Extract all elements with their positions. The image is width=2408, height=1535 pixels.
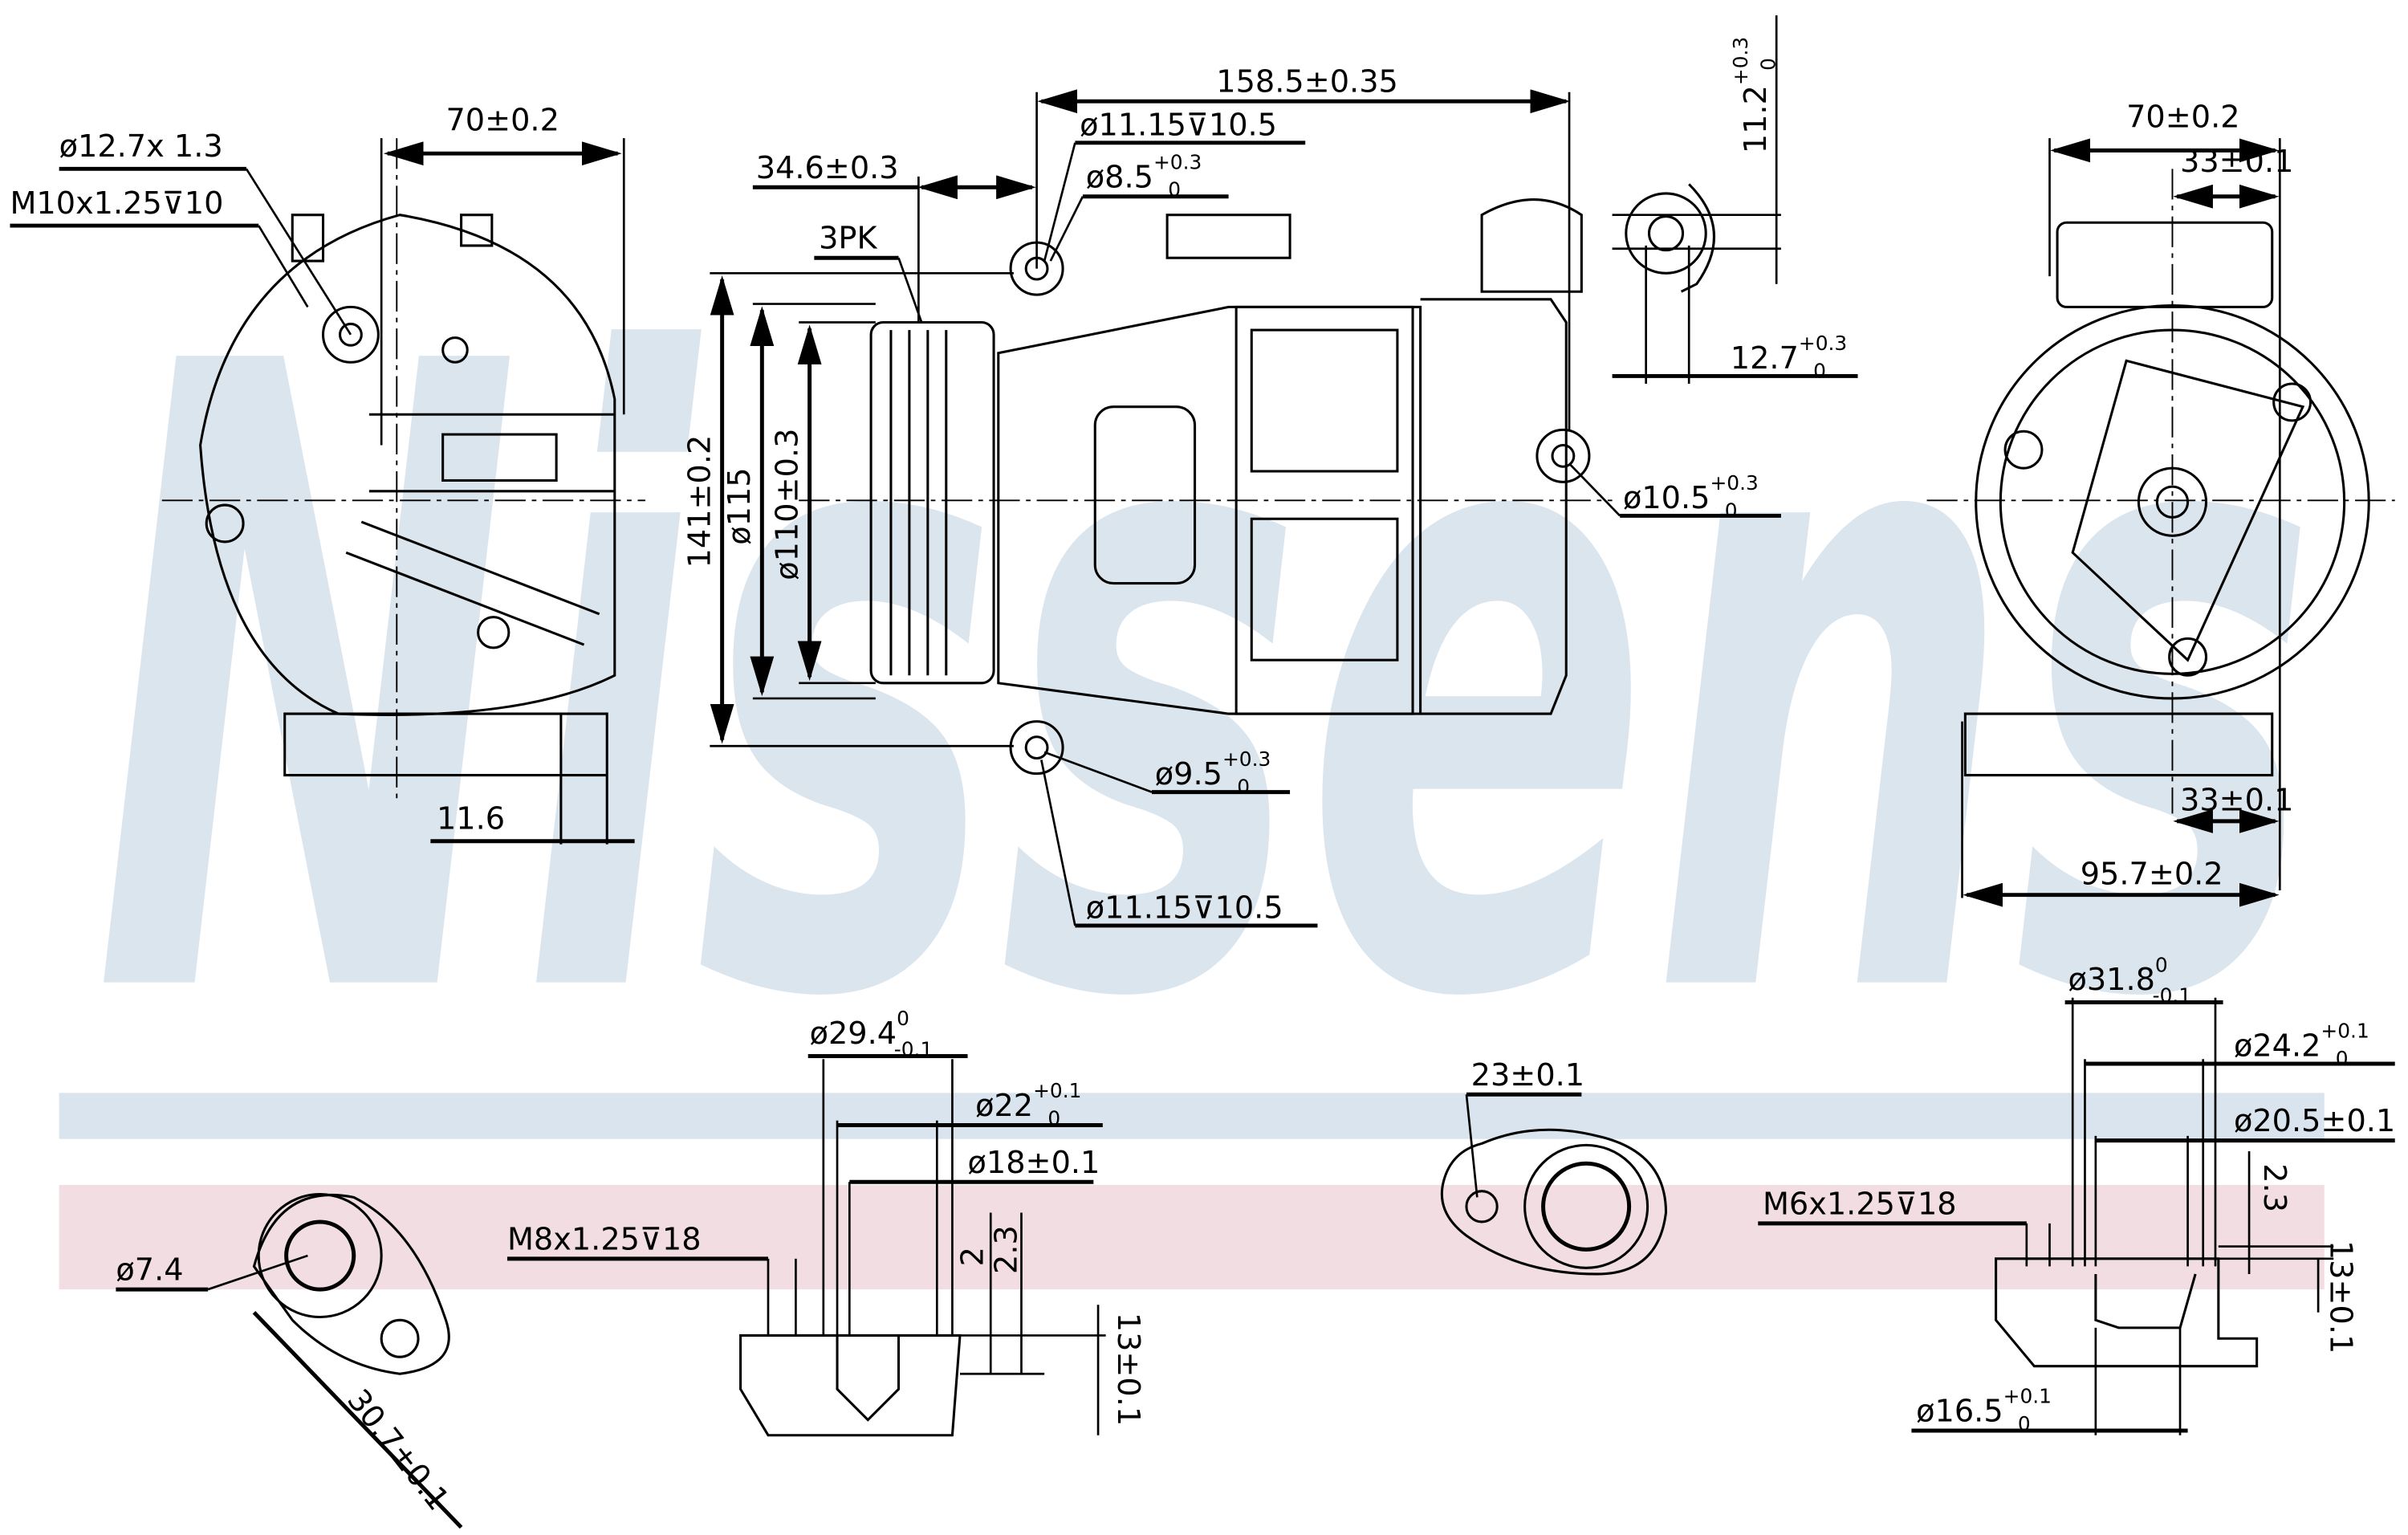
discharge-pitch-label: 23±0.1 [1471, 1058, 1584, 1093]
pulley-offset-label: 34.6±0.3 [756, 151, 899, 186]
clutch-dia-label: ø110±0.3 [770, 429, 805, 580]
discharge-thread-label: M6x1.25⊽18 [1763, 1187, 1957, 1222]
side-view: 158.5±0.35 34.6±0.3 3PK ø11.15⊽10.5 ø8.5… [682, 65, 1781, 928]
front-view: 70±0.2 33±0.1 33±0.1 95.7±0.2 [1926, 100, 2395, 907]
left-width-label: 70±0.2 [445, 104, 559, 139]
length-label: 158.5±0.35 [1216, 65, 1398, 100]
suction-thread-label: M8x1.25⊽18 [507, 1222, 702, 1257]
left-port-dia-label: ø7.4 [116, 1253, 183, 1289]
front-width-label: 70±0.2 [2126, 100, 2239, 136]
discharge-inner-label: ø20.5±0.1 [2234, 1104, 2395, 1139]
front-total-label: 95.7±0.2 [2081, 857, 2223, 892]
pipe-label: ø12.7x 1.3 [59, 129, 223, 165]
suction-depth-label: 13±0.1 [1110, 1313, 1145, 1426]
front-top-offset-label: 33±0.1 [2180, 145, 2293, 180]
front-bottom-offset-label: 33±0.1 [2180, 784, 2293, 819]
blue-band [59, 1093, 2325, 1139]
hole-bottom-label: ø11.15⊽10.5 [1086, 890, 1283, 926]
height-label: 141±0.2 [682, 435, 718, 568]
belt-label: 3PK [819, 222, 877, 257]
suction-inner-label: ø18±0.1 [968, 1146, 1100, 1181]
discharge-outer-label: ø31.80-0.1 [2068, 953, 2191, 1007]
discharge-d-label: 2.3 [2256, 1163, 2292, 1212]
discharge-depth-label: 13±0.1 [2322, 1240, 2357, 1354]
thread-label: M10x1.25⊽10 [10, 186, 223, 222]
hole-top-label: ø11.15⊽10.5 [1080, 108, 1277, 143]
suction-d1-label: 2 [956, 1247, 991, 1266]
left-view: 70±0.2 ø12.7x 1.3 M10x1.25⊽10 11.6 [10, 104, 646, 845]
suction-d2-label: 2.3 [990, 1225, 1025, 1274]
suction-outer-label: ø29.40-0.1 [810, 1007, 934, 1061]
offset-label: 11.6 [437, 801, 505, 837]
pulley-dia-label: ø115 [722, 467, 758, 544]
watermark-logo: Nissens [93, 185, 2318, 1186]
left-port-length-label: 30.7±0.1 [340, 1383, 455, 1517]
pink-band [59, 1185, 2325, 1290]
